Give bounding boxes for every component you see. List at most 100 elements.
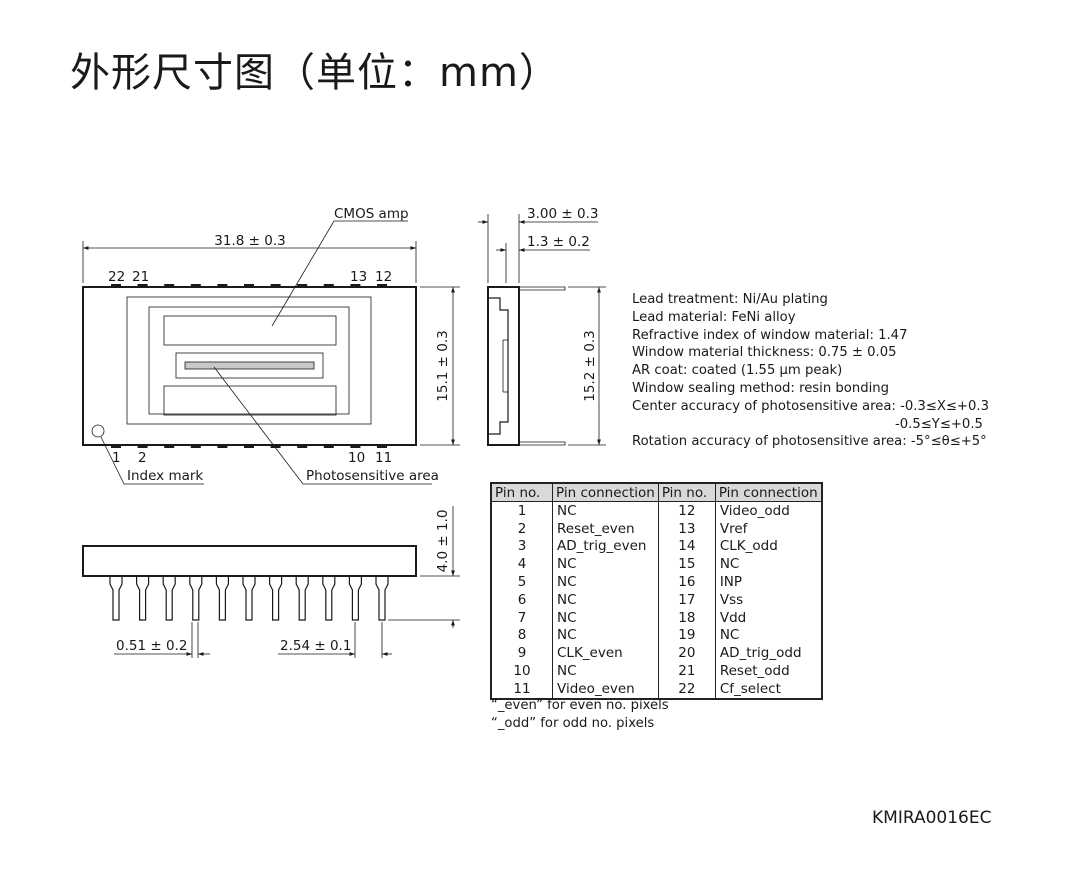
note-odd: “_odd” for odd no. pixels	[491, 716, 655, 731]
lead	[270, 284, 281, 287]
pin-label-11: 11	[375, 450, 392, 466]
pin-table-header: Pin no. Pin connection Pin no. Pin conne…	[491, 483, 822, 502]
pin-label-22: 22	[108, 269, 125, 285]
lead	[350, 284, 361, 287]
lead	[295, 576, 309, 621]
pin-connection-cell: Vdd	[714, 608, 822, 627]
pin-number-cell: 21	[657, 662, 716, 680]
pin-number-cell: 19	[657, 626, 716, 645]
pin-connection-cell: NC	[714, 626, 822, 645]
pin-connection-cell: Vss	[714, 590, 822, 609]
lead	[377, 445, 387, 448]
pin-number-cell: 16	[657, 573, 716, 591]
inner-frame	[148, 306, 350, 415]
lead	[377, 284, 387, 287]
lead	[242, 576, 256, 621]
pin-number-cell: 4	[517, 556, 527, 573]
lead	[189, 576, 203, 621]
pin-number-cell: 14	[657, 537, 716, 556]
lead	[137, 445, 148, 448]
pin-number-cell: 9	[517, 645, 527, 662]
lead	[244, 284, 254, 287]
pin-table: Pin no. Pin connection Pin no. Pin conne…	[490, 482, 823, 700]
pin-number-cell: 20	[657, 644, 716, 663]
lead	[270, 445, 281, 448]
pin-connection-cell: NC	[552, 662, 659, 680]
lead	[350, 445, 361, 448]
pin-number-cell: 17	[657, 590, 716, 609]
pin-number-cell: 6	[517, 591, 527, 608]
lead-pitch-dim: 2.54 ± 0.1	[280, 638, 351, 654]
pin-label-1: 1	[112, 450, 121, 466]
header-pin-no: Pin no.	[491, 483, 553, 502]
spec-sealing-method: Window sealing method: resin bonding	[632, 380, 889, 396]
pin-connection-cell: NC	[552, 501, 659, 520]
spec-center-accuracy-x: Center accuracy of photosensitive area: …	[632, 398, 989, 414]
cmos-amp-lower	[163, 385, 337, 416]
cmos-amp-upper	[163, 315, 337, 346]
pin-connection-cell: Video_odd	[714, 501, 822, 520]
lead	[297, 445, 308, 448]
pin-label-13: 13	[350, 269, 367, 285]
lead	[297, 284, 308, 287]
spec-window-thickness: Window material thickness: 0.75 ± 0.05	[632, 345, 897, 361]
pin-number-cell: 3	[517, 538, 527, 555]
pin-connection-cell: INP	[714, 573, 822, 591]
pin-connection-cell: Cf_select	[714, 679, 822, 699]
sensor-chip	[175, 352, 324, 379]
pin-number-cell: 11	[513, 680, 531, 697]
lead	[244, 445, 254, 448]
lead	[217, 445, 228, 448]
lead	[164, 284, 175, 287]
side-thickness-dim: 3.00 ± 0.3	[527, 206, 598, 222]
top-view: 31.8 ± 0.3 15.1 ± 0.3 22 21 13 12 1 2 10…	[82, 206, 460, 485]
lower-leads	[111, 445, 387, 448]
side-lead-upper	[519, 286, 566, 291]
photosensitive-area-label: Photosensitive area	[306, 468, 439, 484]
lead	[217, 284, 228, 287]
index-mark	[91, 424, 105, 438]
note-even: “_even” for even no. pixels	[491, 698, 669, 713]
notes: “_even” for even no. pixels “_odd” for o…	[491, 697, 669, 733]
lead	[322, 576, 336, 621]
pin-number-cell: 18	[657, 608, 716, 627]
pin-number-cell: 15	[657, 555, 716, 574]
pin-label-12: 12	[375, 269, 392, 285]
lead	[164, 445, 175, 448]
top-width-dim: 31.8 ± 0.3	[214, 233, 285, 249]
lead	[348, 576, 362, 621]
index-mark-label: Index mark	[127, 468, 203, 484]
pin-connection-cell: Vref	[714, 519, 822, 538]
photosensitive-area	[184, 361, 315, 370]
pin-connection-cell: NC	[552, 555, 659, 574]
spec-center-accuracy-y: -0.5≤Y≤+0.5	[895, 416, 983, 432]
page-title: 外形尺寸图（单位：mm）	[70, 50, 560, 96]
pin-connection-cell: Reset_even	[552, 519, 659, 538]
pin-label-2: 2	[138, 450, 147, 466]
pin-number-cell: 10	[513, 663, 531, 680]
pin-number-cell: 5	[517, 574, 527, 591]
lead	[190, 445, 201, 448]
front-leads	[109, 576, 389, 621]
document-code: KMIRA0016EC	[872, 808, 992, 828]
pin-connection-cell: NC	[552, 608, 659, 627]
pin-connection-cell: Video_even	[552, 679, 659, 699]
spec-lead-treatment: Lead treatment: Ni/Au plating	[632, 292, 828, 307]
upper-leads	[111, 284, 387, 287]
window-outline	[126, 296, 372, 425]
lead	[111, 284, 121, 287]
side-body	[487, 286, 520, 446]
lead-width-dim: 0.51 ± 0.2	[116, 638, 187, 654]
side-inner-dim: 1.3 ± 0.2	[527, 234, 590, 250]
pin-number-cell: 12	[657, 501, 716, 520]
lead	[323, 284, 334, 287]
front-view: 4.0 ± 1.0 0.51 ± 0.2 2.54 ± 0.1	[82, 506, 460, 658]
cmos-amp-label: CMOS amp	[334, 206, 409, 222]
